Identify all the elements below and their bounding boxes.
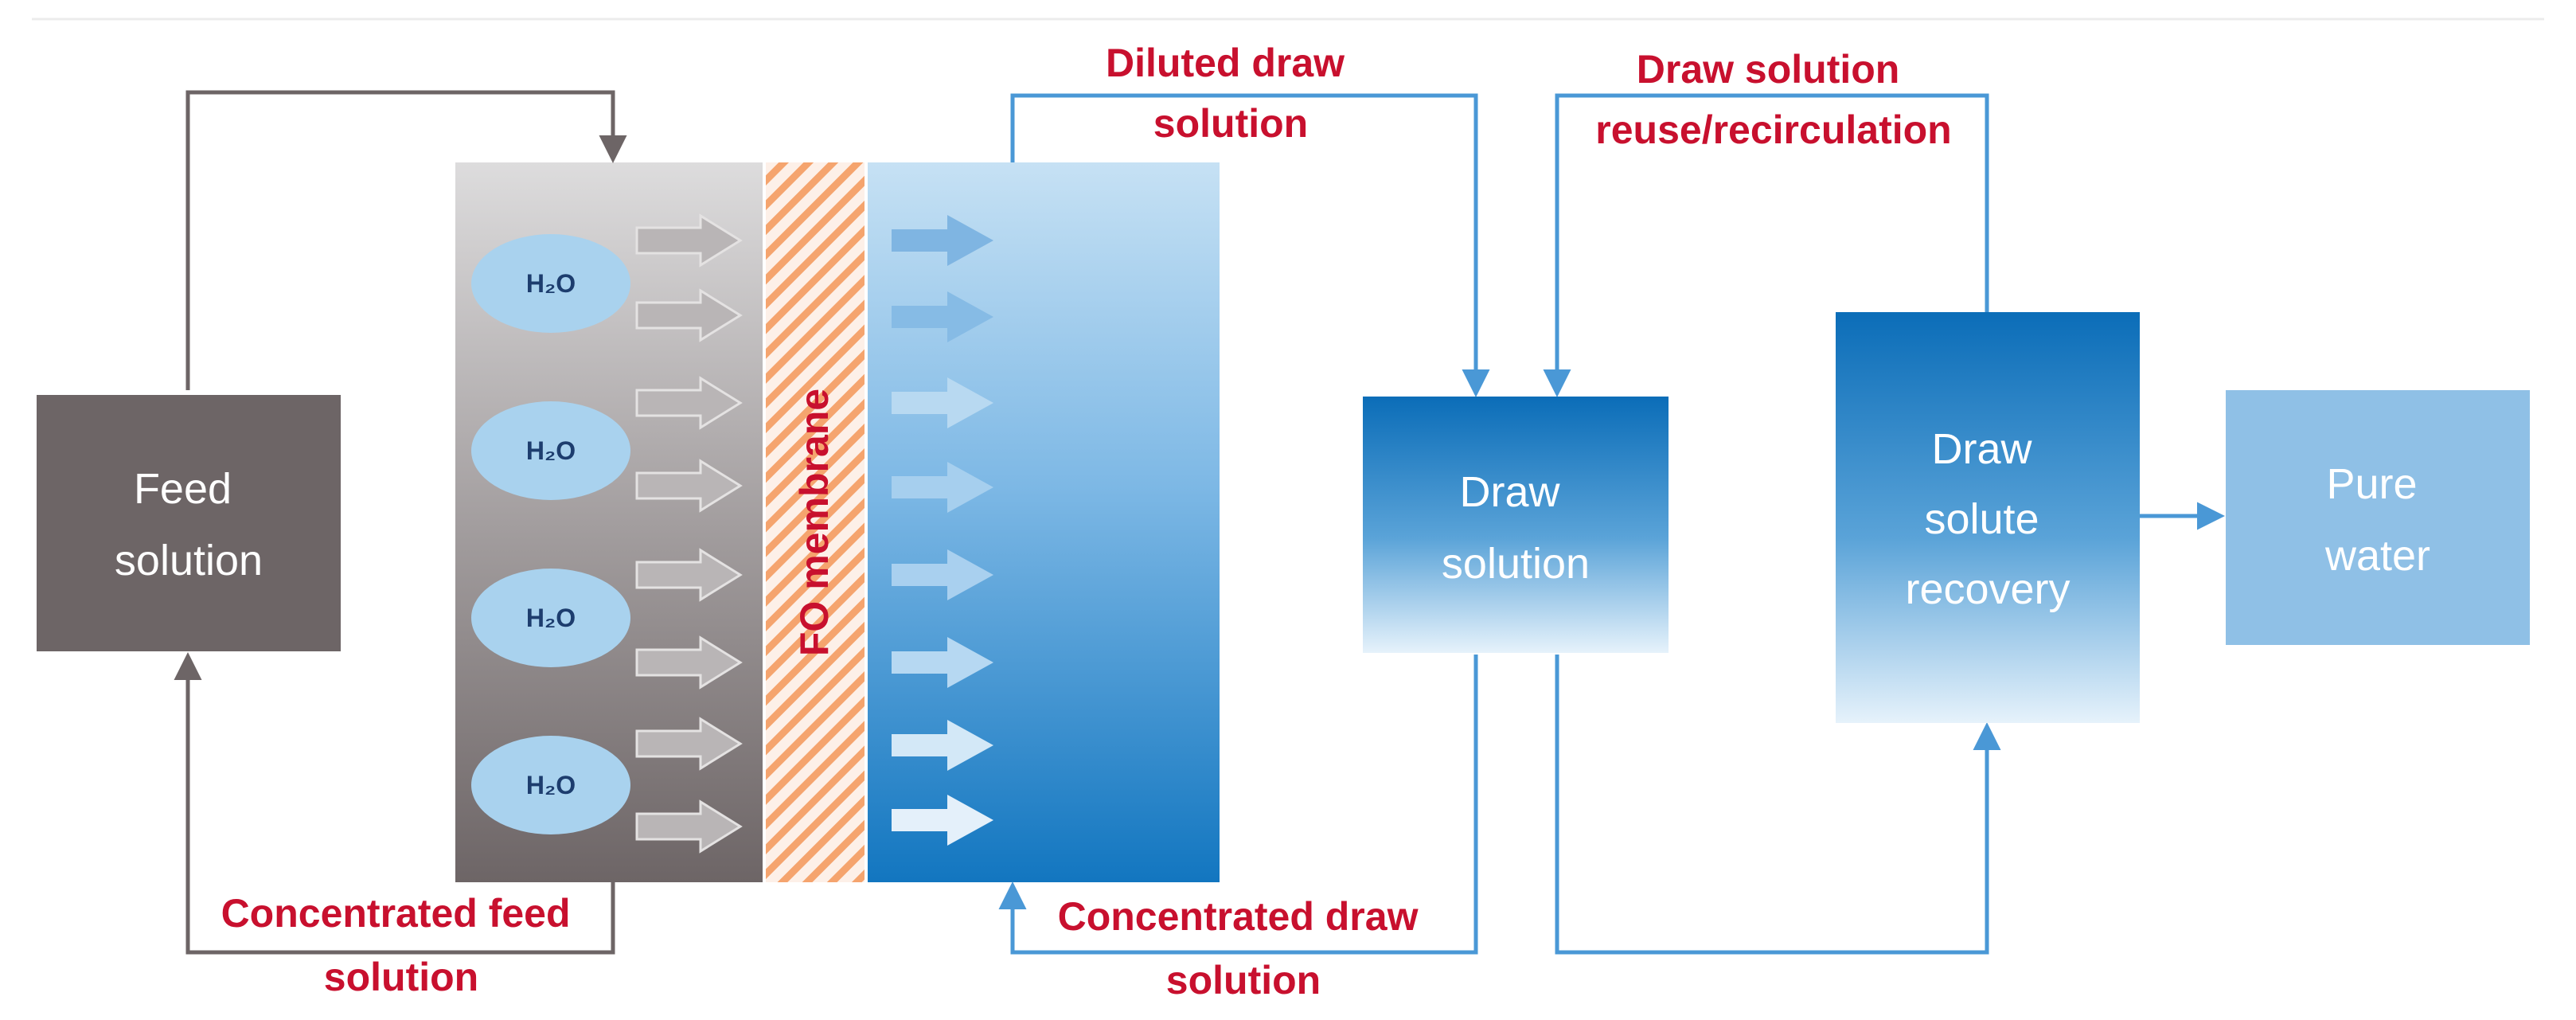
reuse-recirculation-line — [1543, 93, 1989, 397]
concentrated-draw-label: Concentrated draw solution — [1058, 894, 1430, 1002]
fo-membrane-label: FO membrane — [792, 389, 837, 656]
concentrated-draw-line — [998, 655, 1478, 955]
h2o-molecule: H₂O — [471, 569, 630, 667]
flux-arrow — [892, 215, 993, 266]
feed-solution-label-line2: solution — [115, 537, 263, 584]
flux-arrow — [892, 637, 993, 688]
flux-arrow — [892, 720, 993, 771]
flux-arrow — [892, 549, 993, 600]
flux-arrow — [635, 548, 743, 602]
flux-arrow — [892, 291, 993, 342]
svg-text:Pure water: Pure water — [2324, 460, 2430, 580]
h2o-label: H₂O — [526, 604, 576, 632]
feed-solution-label-line1: Feed — [134, 465, 232, 513]
draw-solute-recovery-box: Draw solute recovery — [1836, 312, 2140, 723]
h2o-molecule: H₂O — [471, 736, 630, 834]
recovery-label-line1: Draw — [1931, 425, 2032, 473]
flux-arrow — [635, 717, 743, 771]
reuse-recirculation-label: Draw solution reuse/recirculation — [1595, 47, 1951, 152]
pure-water-label-line2: water — [2324, 532, 2430, 580]
water-flux-arrows-feed — [635, 213, 743, 854]
draw-solution-label-line2: solution — [1442, 540, 1590, 588]
svg-text:Feed solution: Feed solution — [115, 465, 263, 584]
flux-arrow — [892, 377, 993, 428]
pure-water-label-line1: Pure — [2326, 460, 2417, 508]
flux-arrow — [635, 799, 743, 854]
flux-arrow — [635, 213, 743, 268]
h2o-molecule: H₂O — [471, 401, 630, 500]
draw-solution-label-line1: Draw — [1459, 468, 1560, 516]
diluted-draw-line — [1010, 93, 1490, 397]
flux-arrow — [635, 459, 743, 513]
h2o-label: H₂O — [526, 269, 576, 298]
flux-arrow — [892, 462, 993, 513]
h2o-label: H₂O — [526, 436, 576, 465]
concentrated-feed-label: Concentrated feed solution — [221, 891, 582, 999]
h2o-label: H₂O — [526, 771, 576, 799]
draw-solution-box: Draw solution — [1363, 397, 1669, 653]
concentrated-feed-return-line — [174, 652, 615, 955]
fo-membrane — [766, 162, 865, 882]
recovery-feed-line — [1555, 655, 2001, 955]
flux-arrow — [635, 376, 743, 430]
feed-solution-box: Feed solution — [37, 395, 341, 651]
recovery-label-line2: solute — [1924, 495, 2039, 543]
water-flux-arrows-draw — [892, 215, 993, 846]
draw-channel — [868, 162, 1220, 882]
pure-water-box: Pure water — [2226, 390, 2530, 645]
flux-arrow — [635, 635, 743, 690]
svg-text:Draw solute recove: Draw solute recovery — [1905, 425, 2070, 613]
recovery-label-line3: recovery — [1905, 565, 2070, 613]
diluted-draw-label: Diluted draw solution — [1106, 41, 1356, 146]
flux-arrow — [635, 288, 743, 342]
h2o-molecule: H₂O — [471, 234, 630, 333]
flux-arrow — [892, 795, 993, 846]
feed-supply-line — [185, 90, 627, 390]
svg-text:Draw solution: Draw solution — [1442, 468, 1590, 588]
